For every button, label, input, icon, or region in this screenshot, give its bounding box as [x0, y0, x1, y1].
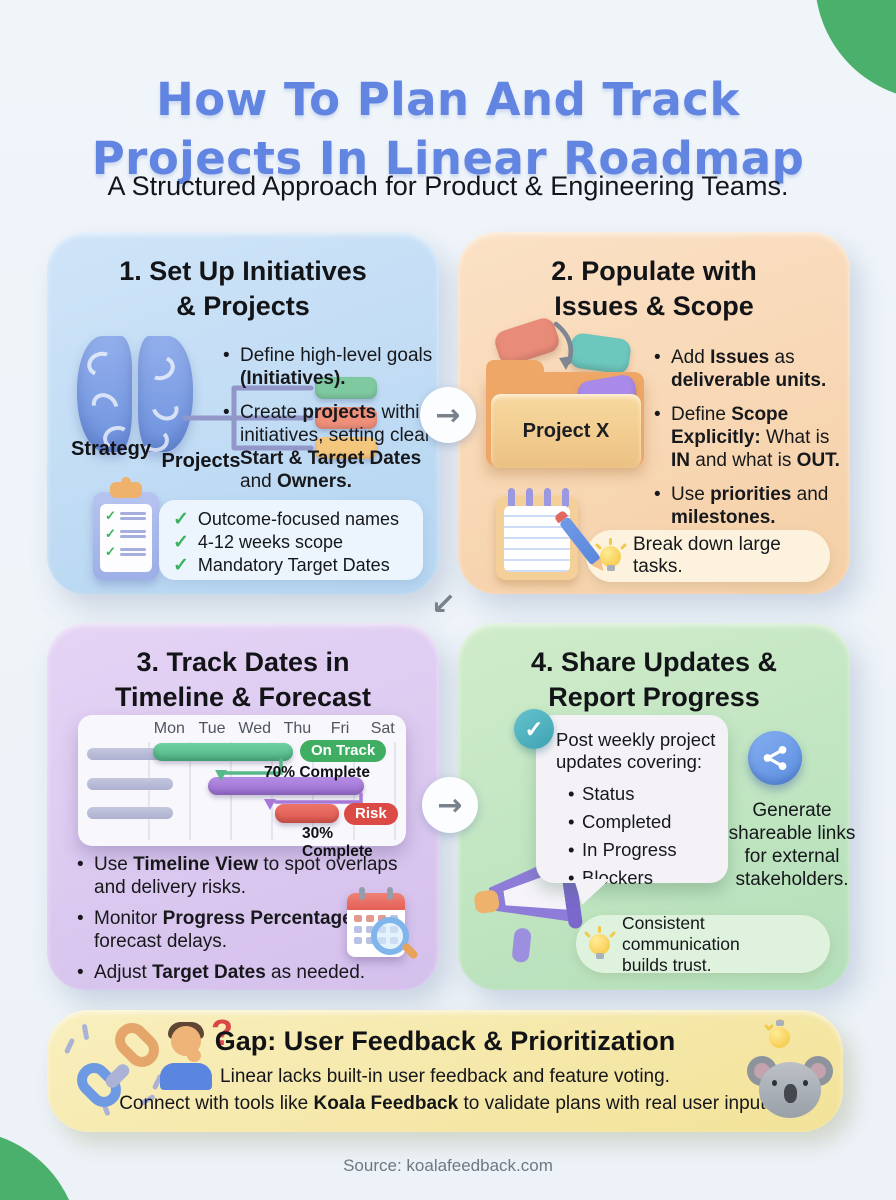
check-icon: ✓ — [173, 555, 189, 576]
flow-arrow-step3-to-step4: → — [422, 777, 478, 833]
card1-title: 1. Set Up Initiatives & Projects — [47, 254, 439, 324]
bubble-intro-text: Post weekly project updates covering: — [556, 729, 716, 772]
check-icon: ✓ — [105, 526, 116, 541]
timeline-row-label — [87, 748, 173, 760]
page-title: How To Plan And Track Projects In Linear… — [0, 70, 896, 188]
on-track-badge: On Track — [300, 740, 387, 762]
check-circle-icon: ✓ — [514, 709, 554, 749]
arrow-right-icon: → — [437, 787, 463, 823]
gantt-bar-in-progress — [208, 777, 364, 795]
page-title-line1: How To Plan And Track — [156, 73, 740, 127]
checklist-item: ✓ Outcome-focused names — [173, 509, 400, 530]
card3-title-line2: Timeline & Forecast — [114, 682, 372, 712]
issues-into-folder-arrow — [553, 321, 574, 370]
check-icon: ✓ — [105, 544, 116, 559]
magnifier-icon — [371, 917, 409, 955]
card2-bullet-2: Define Scope Explicitly: What is IN and … — [654, 403, 852, 472]
bubble-item: In Progress — [568, 836, 718, 864]
checklist-item: ✓ Mandatory Target Dates — [173, 555, 390, 576]
card1-bullet-2: Create projects within initiatives, sett… — [223, 401, 441, 493]
check-icon: ✓ — [173, 532, 189, 553]
bubble-item: Status — [568, 780, 718, 808]
bubble-item-list: Status Completed In Progress Blockers — [556, 780, 718, 892]
card2-title: 2. Populate with Issues & Scope — [458, 254, 850, 324]
card4-title: 4. Share Updates & Report Progress — [458, 645, 850, 715]
day-label: Fri — [330, 720, 350, 737]
card2-bullet-list: Add Issues as deliverable units. Define … — [654, 346, 852, 540]
gap-banner: ? Gap: User Feedback & Prioritization Li… — [47, 1010, 843, 1132]
card4-tip-pill: Consistent communication builds trust. — [576, 912, 830, 975]
card-step-1-setup-initiatives: 1. Set Up Initiatives & Projects Strateg… — [47, 232, 439, 594]
card-step-4-share-updates: 4. Share Updates & Report Progress ✓ Pos… — [458, 623, 855, 990]
bubble-item: Completed — [568, 808, 718, 836]
timeline-day-header: Mon Tue Wed Thu Fri Sat — [148, 720, 404, 738]
timeline-row-label — [87, 778, 173, 790]
card3-title: 3. Track Dates in Timeline & Forecast — [47, 645, 439, 715]
card3-title-line1: 3. Track Dates in — [136, 647, 350, 677]
update-speech-bubble: Post weekly project updates covering: St… — [536, 715, 728, 892]
card3-bullet-1: Use Timeline View to spot overlaps and d… — [77, 853, 413, 899]
timeline-gantt-panel: Mon Tue Wed Thu Fri Sat — [78, 715, 406, 860]
card4-title-line2: Report Progress — [548, 682, 760, 712]
calendar-magnifier-icon — [347, 887, 409, 957]
gantt-dependency-connectors — [215, 758, 363, 810]
flow-arrow-step1-to-step2: → — [420, 387, 476, 443]
notepad-pencil-icon — [496, 488, 602, 580]
check-icon: ✓ — [173, 509, 189, 530]
card1-title-line1: 1. Set Up Initiatives — [119, 256, 367, 286]
question-mark-icon: ? — [211, 1012, 233, 1053]
arrow-diagonal-icon: → — [422, 582, 465, 625]
card4-tip-text: Consistent communication builds trust. — [622, 912, 740, 975]
check-icon: ✓ — [524, 715, 544, 742]
card2-bullet-1: Add Issues as deliverable units. — [654, 346, 852, 392]
banner-line-2: Connect with tools like Koala Feedback t… — [119, 1093, 771, 1114]
card2-tip-text: Break down large tasks. — [633, 534, 781, 577]
lightbulb-icon — [583, 926, 617, 959]
gantt-bar-at-risk — [275, 804, 339, 823]
share-links-text: Generate shareable links for external st… — [728, 800, 856, 890]
card1-title-line2: & Projects — [176, 291, 310, 321]
day-label: Sat — [370, 720, 395, 737]
check-icon: ✓ — [105, 508, 116, 523]
card2-title-line1: 2. Populate with — [551, 256, 757, 286]
card-step-2-populate-issues: 2. Populate with Issues & Scope Project … — [458, 232, 850, 594]
card3-bullet-3: Adjust Target Dates as needed. — [77, 961, 413, 984]
card2-bullet-3: Use priorities and milestones. — [654, 483, 852, 529]
day-label: Tue — [198, 720, 226, 737]
card2-title-line2: Issues & Scope — [554, 291, 754, 321]
share-icon — [748, 731, 802, 785]
day-label: Wed — [238, 720, 271, 737]
strategy-label: Strategy — [70, 438, 152, 460]
timeline-row-label — [87, 807, 173, 819]
card1-bullet-1: Define high-level goals (Initiatives). — [223, 344, 441, 390]
bubble-item: Blockers — [568, 864, 718, 892]
koala-icon — [747, 1056, 835, 1120]
page-subtitle: A Structured Approach for Product & Engi… — [107, 171, 789, 201]
gantt-bar-on-track — [153, 743, 293, 761]
brain-lobe — [138, 336, 193, 452]
project-folder-front: Project X — [491, 394, 641, 468]
risk-badge: Risk — [344, 803, 398, 825]
card1-bullet-list: Define high-level goals (Initiatives). C… — [223, 344, 441, 504]
source-attribution: Source: koalafeedback.com — [343, 1156, 553, 1175]
day-label: Mon — [153, 720, 185, 737]
page-title-line2: Projects In Linear Roadmap — [91, 132, 805, 186]
brain-lobe — [77, 336, 132, 452]
folder-label: Project X — [522, 419, 610, 442]
banner-title: Gap: User Feedback & Prioritization — [214, 1026, 676, 1056]
clipboard-checklist-icon: ✓ ✓ ✓ — [93, 477, 159, 580]
card-step-3-track-dates: 3. Track Dates in Timeline & Forecast Mo… — [47, 623, 439, 990]
confused-person-icon — [157, 1022, 215, 1090]
card1-checklist-box: ✓ Outcome-focused names ✓ 4-12 weeks sco… — [159, 500, 423, 580]
projects-label: Projects — [161, 450, 241, 472]
lightbulb-icon — [594, 538, 628, 571]
day-label: Thu — [283, 720, 312, 737]
checklist-item: ✓ 4-12 weeks scope — [173, 532, 344, 553]
card4-title-line1: 4. Share Updates & — [530, 647, 778, 677]
banner-line-1: Linear lacks built-in user feedback and … — [220, 1066, 670, 1087]
arrow-right-icon: → — [435, 397, 461, 433]
brain-strategy-icon — [77, 336, 193, 458]
card2-tip-pill: Break down large tasks. — [586, 530, 830, 582]
progress-70-label: 70% Complete — [264, 764, 370, 781]
